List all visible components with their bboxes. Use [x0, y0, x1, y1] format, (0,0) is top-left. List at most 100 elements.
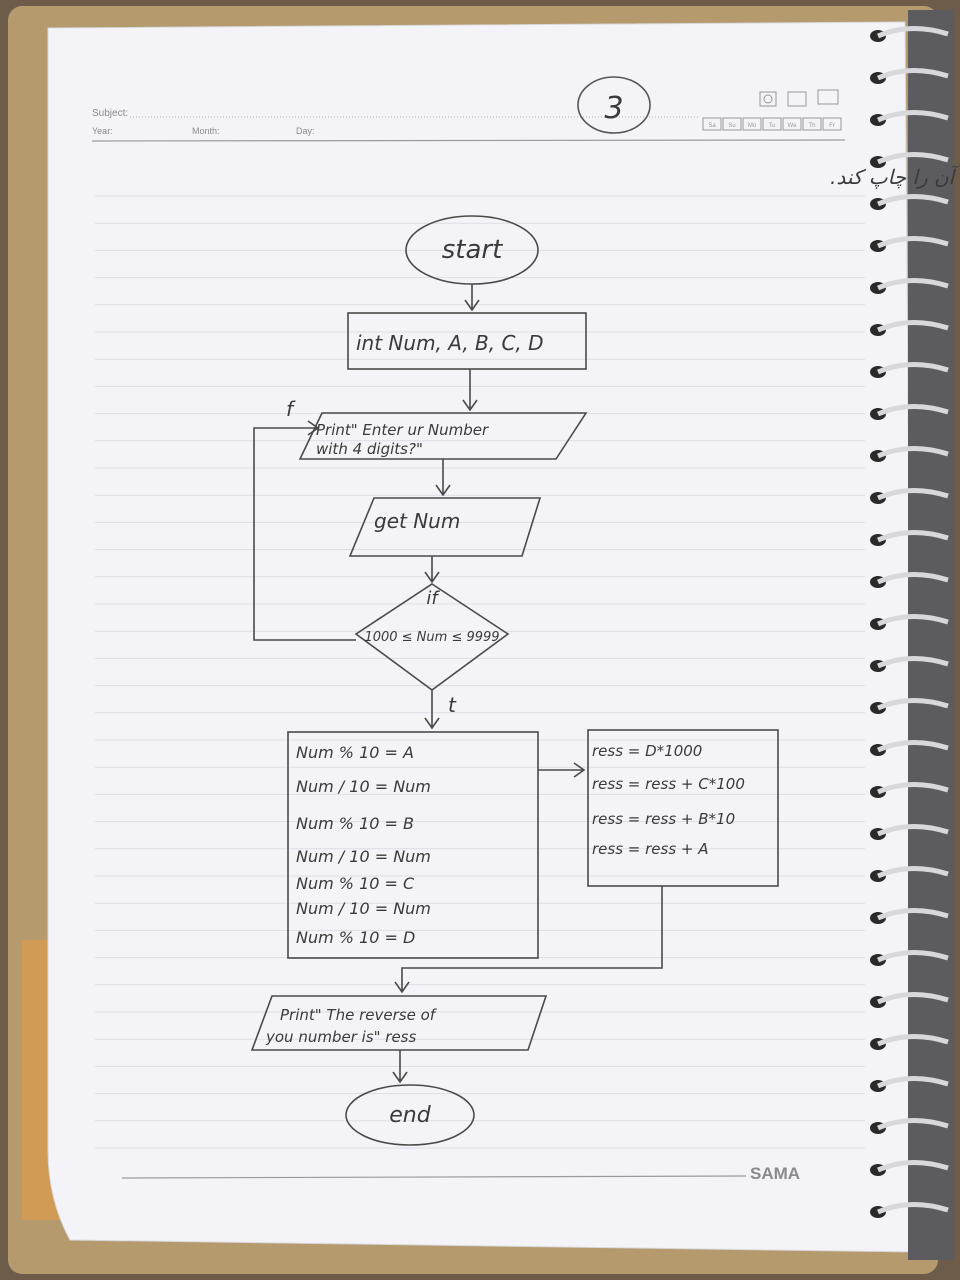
digit-step: Num / 10 = Num	[296, 847, 431, 866]
page-number-circle	[577, 76, 651, 134]
weekday-box	[822, 117, 842, 131]
start-label: start	[442, 235, 503, 265]
spiral-ring	[876, 193, 949, 207]
decision-condition: 1000 ≤ Num ≤ 9999	[364, 630, 499, 645]
digit-step: Num % 10 = A	[296, 743, 414, 762]
end-terminal	[345, 1084, 475, 1146]
weekday-box	[802, 117, 822, 131]
digit-step: Num % 10 = C	[296, 874, 415, 893]
weekday-box	[782, 117, 802, 131]
weekday-label: Th	[808, 123, 815, 129]
spiral-ring	[876, 319, 949, 333]
brand-logo: SAMA	[750, 1164, 800, 1183]
arrow-reverse-output	[394, 886, 663, 994]
reverse-step: ress = D*1000	[592, 742, 702, 760]
prompt-line-1: Print" Enter ur Number	[316, 421, 489, 439]
flowchart-labels: start int Num, A, B, C, D Print" Enter u…	[265, 235, 745, 1128]
weekday-label: Sa	[708, 123, 716, 129]
footer-rule	[121, 1175, 747, 1179]
page-number-text: 3	[604, 91, 623, 126]
digit-step: Num / 10 = Num	[296, 899, 431, 918]
weekday-label: Tu	[769, 123, 776, 129]
arrow-digits-reverse	[538, 762, 586, 778]
subject-label: Subject:	[92, 108, 128, 119]
spiral-binding	[870, 10, 954, 1260]
weekday-label: Su	[728, 123, 735, 129]
weekday-box	[722, 117, 742, 131]
digit-step: Num % 10 = B	[296, 814, 414, 833]
digit-step: Num / 10 = Num	[296, 777, 431, 796]
spiral-ring	[876, 403, 949, 417]
month-label: Month:	[192, 126, 220, 136]
spiral-ring	[876, 1075, 949, 1089]
spiral-ring	[876, 109, 949, 123]
spiral-ring	[876, 991, 949, 1005]
page-number: 3	[577, 76, 651, 134]
spiral-ring	[876, 823, 949, 837]
spiral-ring	[876, 151, 949, 165]
sun-icon-glyph	[763, 94, 773, 104]
input-label: get Num	[374, 509, 460, 533]
reverse-step: ress = ress + A	[592, 840, 709, 858]
spiral-ring	[876, 277, 949, 291]
weekday-boxes: Sa Su Mo Tu We Th Fr	[702, 117, 842, 131]
spiral-ring	[876, 1117, 949, 1131]
cloud-icon	[787, 91, 807, 107]
weekday-label: Fr	[829, 123, 835, 129]
spiral-ring	[876, 67, 949, 81]
question-text: فلوچارت برنامه‌ای را رسم کنید که یک عدد …	[830, 165, 960, 189]
spiral-ring	[876, 781, 949, 795]
digits-process	[287, 731, 539, 959]
spiral-ring	[876, 445, 949, 459]
arrow-start-declare	[464, 284, 480, 312]
spiral-ring	[876, 907, 949, 921]
spiral-ring	[876, 949, 949, 963]
reverse-step: ress = ress + B*10	[592, 810, 735, 828]
spiral-ring	[876, 739, 949, 753]
spiral-ring	[876, 697, 949, 711]
arrow-true-digits	[424, 690, 440, 730]
sun-icon	[759, 91, 777, 107]
spiral-ring	[876, 655, 949, 669]
decision-if-label: if	[426, 588, 440, 609]
weekday-label: We	[788, 123, 798, 129]
header-rule	[91, 139, 846, 142]
spiral-ring	[876, 361, 949, 375]
arrow-false-loop	[253, 420, 356, 641]
arrow-declare-prompt	[462, 369, 478, 412]
output-line-2: you number is" ress	[265, 1028, 417, 1046]
spiral-ring	[876, 613, 949, 627]
spiral-ring	[876, 1159, 949, 1173]
spiral-ring	[876, 487, 949, 501]
reverse-process	[587, 729, 779, 887]
prompt-output	[298, 412, 588, 460]
spiral-ring	[876, 571, 949, 585]
spiral-ring	[876, 1201, 949, 1215]
spiral-ring	[876, 235, 949, 249]
day-label: Day:	[296, 126, 315, 136]
arrow-output-end	[392, 1050, 408, 1084]
input-box	[348, 497, 542, 557]
spiral-ring	[876, 1033, 949, 1047]
result-output	[250, 995, 548, 1051]
page-header: Subject: Year: Month: Day: Sa Su Mo Tu We Th F…	[91, 89, 846, 142]
reverse-step: ress = ress + C*100	[592, 775, 745, 793]
output-line-1: Print" The reverse of	[280, 1006, 438, 1024]
weekday-box	[762, 117, 782, 131]
rain-icon	[817, 89, 839, 105]
arrow-prompt-input	[435, 459, 451, 497]
arrow-input-decision	[424, 556, 440, 584]
weekday-box	[742, 117, 762, 131]
spiral-ring	[876, 25, 949, 39]
digit-step: Num % 10 = D	[296, 928, 415, 947]
declare-label: int Num, A, B, C, D	[356, 331, 544, 355]
declare-process	[347, 312, 587, 370]
weekday-label: Mo	[748, 123, 757, 129]
weekday-box	[702, 117, 722, 131]
flowchart	[250, 215, 779, 1146]
spiral-ring	[876, 529, 949, 543]
year-label: Year:	[92, 126, 113, 136]
spiral-bar	[908, 10, 954, 1260]
end-label: end	[389, 1103, 431, 1128]
spiral-ring	[876, 865, 949, 879]
